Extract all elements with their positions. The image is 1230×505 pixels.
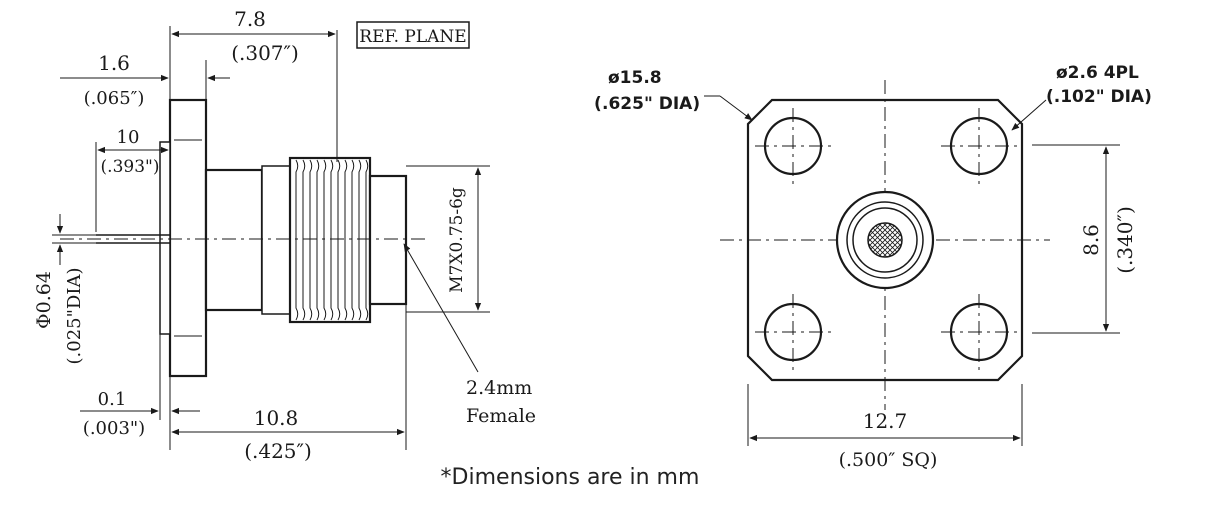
leader-flange-dia-arrow bbox=[719, 95, 753, 121]
thread-ridge bbox=[337, 159, 341, 321]
dim-pin-len-inch: (.393") bbox=[101, 157, 160, 177]
dim-flange-dia-inch-open: ( bbox=[594, 94, 602, 114]
dim-flange-mm: 1.6 bbox=[98, 51, 130, 75]
connector-type-line2: Female bbox=[466, 405, 536, 427]
dim-hole-spacing-inch: (.340″) bbox=[1113, 206, 1137, 274]
dim-overall-inch: (.307″) bbox=[231, 41, 299, 65]
thread-section bbox=[288, 156, 372, 324]
thread-ridge bbox=[316, 159, 320, 321]
mounting-holes bbox=[755, 108, 1017, 370]
thread-ridge bbox=[358, 159, 362, 321]
dim-gap-inch: (.003") bbox=[83, 418, 145, 439]
thread-ridge bbox=[351, 159, 355, 321]
dim-body-inch: (.425″) bbox=[244, 439, 312, 463]
body-outline bbox=[204, 168, 264, 312]
footnote: *Dimensions are in mm bbox=[441, 465, 700, 490]
thread-ridge bbox=[309, 159, 313, 321]
connector-nose bbox=[368, 174, 408, 306]
dim-flange-dia-inch: .625" DIA) bbox=[602, 94, 700, 114]
dim-flange-inch: (.065″) bbox=[84, 88, 145, 109]
dim-body-mm: 10.8 bbox=[254, 406, 299, 430]
thread-spec: M7X0.75-6g bbox=[447, 187, 467, 293]
dim-square-mm: 12.7 bbox=[863, 409, 908, 433]
thread-ridge bbox=[323, 159, 327, 321]
dim-hole-inch: (.102" DIA) bbox=[1046, 87, 1152, 107]
dim-hole-mm: ø2.6 4PL bbox=[1056, 63, 1139, 83]
front-view: ø15.8 ( .625" DIA) ø2.6 4PL (.102" DIA) … bbox=[594, 63, 1152, 471]
thread-ridge bbox=[295, 159, 299, 321]
leader-hole bbox=[1011, 99, 1047, 131]
connector-type-leader bbox=[403, 243, 479, 373]
dim-pin-dia-inch: (.025"DIA) bbox=[64, 268, 85, 365]
thread-ridge bbox=[344, 159, 348, 321]
flange-outline bbox=[168, 98, 208, 378]
dim-flange-dia-mm: ø15.8 bbox=[608, 68, 662, 88]
dim-overall-mm: 7.8 bbox=[234, 7, 266, 31]
dim-gap-mm: 0.1 bbox=[98, 389, 127, 410]
dim-pin-dia-mm: Φ0.64 bbox=[33, 271, 55, 329]
flange-back-face bbox=[159, 141, 171, 335]
dim-hole-spacing-mm: 8.6 bbox=[1079, 224, 1103, 256]
connector-type-line1: 2.4mm bbox=[466, 377, 532, 399]
thread-ridge bbox=[302, 159, 306, 321]
flange-ring-mid bbox=[846, 201, 924, 279]
ref-plane-label: REF. PLANE bbox=[359, 27, 466, 47]
flange-ring-inner bbox=[852, 207, 918, 273]
dim-pin-len-mm: 10 bbox=[117, 127, 140, 148]
dim-square-inch: (.500″ SQ) bbox=[839, 449, 938, 471]
ref-plane-box bbox=[356, 21, 470, 49]
thread-ridge bbox=[330, 159, 334, 321]
thread-ridge bbox=[365, 159, 369, 321]
side-view: 7.8 (.307″) REF. PLANE 1.6 (.065″) 10 (.… bbox=[33, 7, 536, 463]
center-contact bbox=[867, 222, 903, 258]
